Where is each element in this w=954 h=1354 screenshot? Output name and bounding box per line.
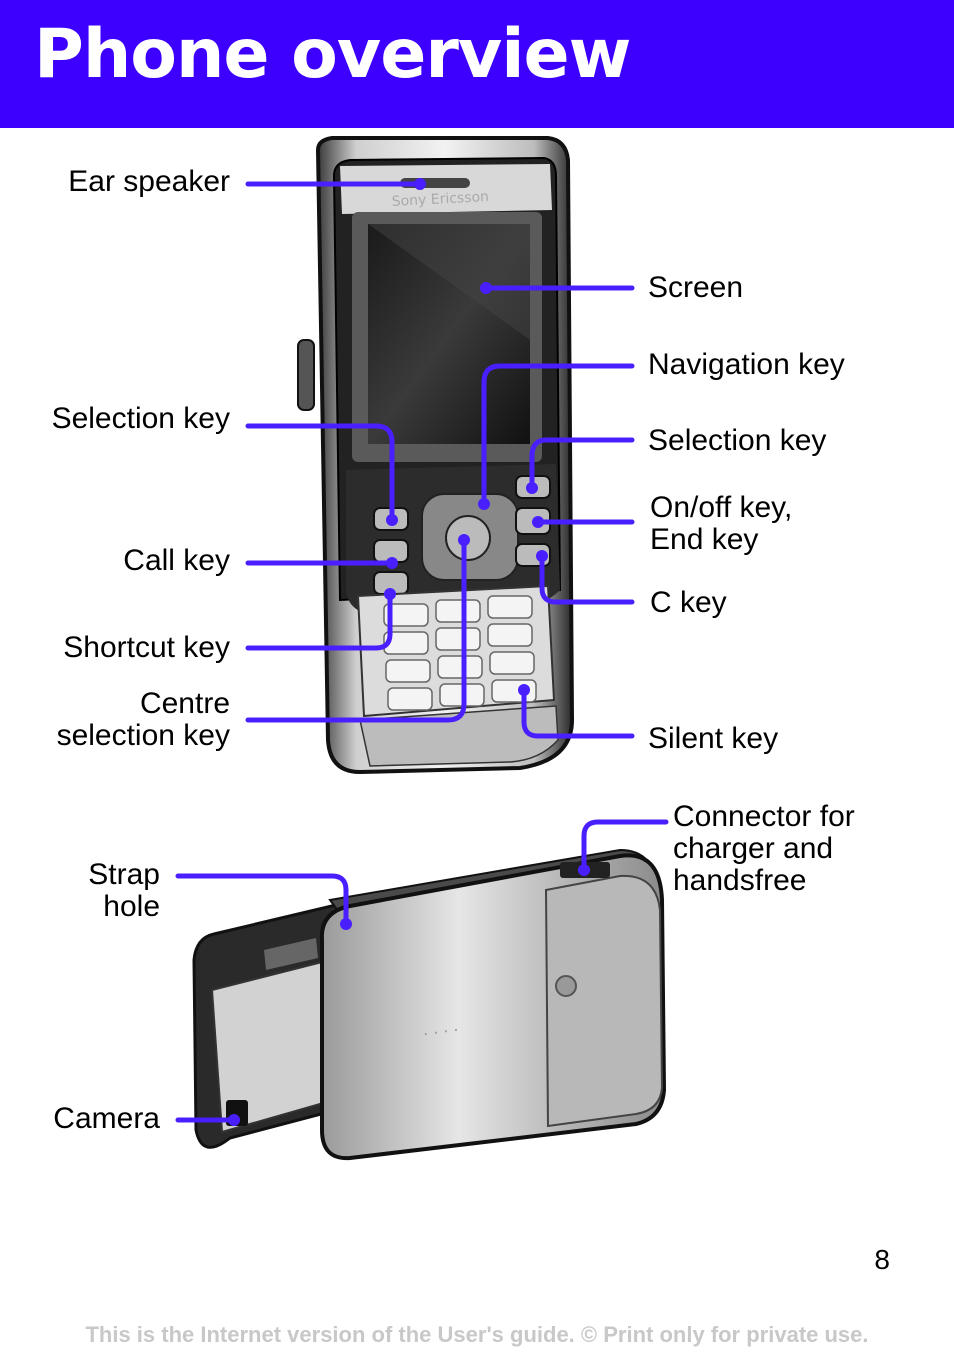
label-call-key: Call key [123,544,230,577]
brand-logo: Sony Ericsson [391,189,489,210]
label-onoff-key: On/off key, End key [650,492,792,556]
back-phone: · · · · [192,848,667,1161]
callout-lines [175,181,669,1123]
label-connector-line2: charger and [673,832,834,865]
footer-note: This is the Internet version of the User… [85,1322,869,1347]
label-onoff-line1: On/off key, [650,491,793,524]
label-centre-line2: selection key [56,719,230,752]
label-shortcut-key: Shortcut key [63,631,230,664]
label-strap-hole: Strap hole [40,859,160,923]
label-c-key: C key [650,586,727,619]
label-connector-line3: handsfree [673,864,807,897]
label-onoff-line2: End key [650,523,759,556]
page-title: Phone overview [34,15,631,94]
label-centre-line1: Centre [139,687,230,720]
label-navigation-key: Navigation key [648,348,845,381]
label-selection-key-right: Selection key [648,424,827,457]
label-selection-key-left: Selection key [51,402,230,435]
label-ear-speaker: Ear speaker [68,165,230,198]
label-strap-line1: Strap [88,858,160,891]
header-bar [0,0,954,128]
label-silent-key: Silent key [648,722,779,755]
callout-dots [228,178,590,1126]
label-screen: Screen [648,271,744,304]
label-camera: Camera [53,1102,160,1135]
svg-text:· · · ·: · · · · [422,1020,460,1044]
page-number: 8 [874,1244,890,1275]
label-connector: Connector for charger and handsfree [673,801,855,897]
label-centre-selection-key: Centre selection key [10,688,230,752]
label-strap-line2: hole [103,890,160,923]
label-connector-line1: Connector for [673,800,855,833]
